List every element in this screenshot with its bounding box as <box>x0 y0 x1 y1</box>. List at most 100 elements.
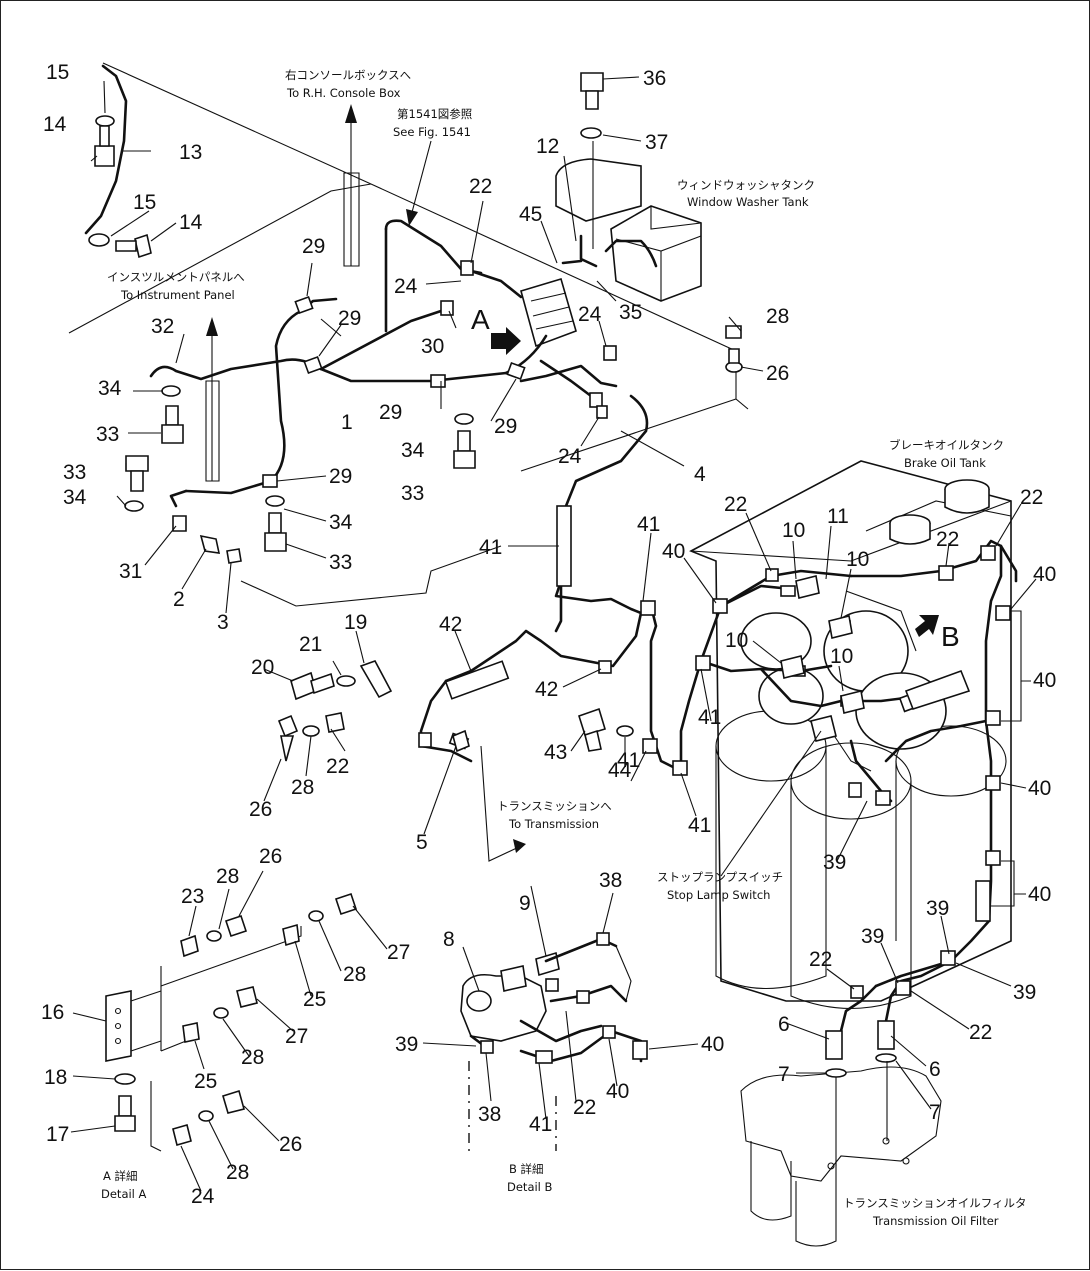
part-label: 39 <box>926 897 949 920</box>
part-label: 34 <box>98 377 122 400</box>
part-label: 3 <box>217 611 229 634</box>
part-label: 26 <box>279 1133 302 1156</box>
part-number-labels: 1 2 3 4 5 6 6 7 7 8 9 10 10 10 10 11 12 … <box>41 61 1056 1208</box>
part-label: 28 <box>226 1161 249 1184</box>
part-label: 41 <box>479 536 502 559</box>
part-label: 22 <box>936 528 959 551</box>
part-label: 13 <box>179 141 202 164</box>
part-label: 41 <box>637 513 660 536</box>
part-label: 22 <box>326 755 349 778</box>
caption-washer-jp: ウィンドウォッシャタンク <box>677 178 815 192</box>
view-b-arrow <box>915 615 939 637</box>
part-label: 22 <box>724 493 747 516</box>
part-label: 22 <box>1020 486 1043 509</box>
brake-oil-tank <box>689 460 1012 1010</box>
part-label: 42 <box>535 678 558 701</box>
part-label: 33 <box>96 423 119 446</box>
part-label: 31 <box>119 560 142 583</box>
part-label: 40 <box>701 1033 724 1056</box>
part-label: 42 <box>439 613 462 636</box>
part-label: 34 <box>329 511 353 534</box>
part-label: 25 <box>303 988 326 1011</box>
detail-a-drawing <box>105 892 358 1152</box>
part-label: 18 <box>44 1066 67 1089</box>
part-label: 7 <box>778 1063 790 1086</box>
part-label: 7 <box>929 1101 941 1124</box>
part-label: 25 <box>194 1070 217 1093</box>
part-label: 29 <box>329 465 352 488</box>
part-label: 26 <box>766 362 789 385</box>
part-label: 29 <box>302 235 325 258</box>
part-label: 17 <box>46 1123 69 1146</box>
caption-transmission-en: To Transmission <box>508 817 599 831</box>
part-label: 34 <box>63 486 87 509</box>
caption-washer-en: Window Washer Tank <box>687 195 809 209</box>
part-label: 28 <box>241 1046 264 1069</box>
caption-stop-lamp-en: Stop Lamp Switch <box>667 888 770 902</box>
caption-detail-b-jp: B 詳細 <box>509 1162 544 1176</box>
part-label: 10 <box>725 629 748 652</box>
captions: 右コンソールボックスへ To R.H. Console Box 第1541図参照… <box>101 68 1027 1228</box>
part-label: 24 <box>191 1185 215 1208</box>
part-label: 39 <box>395 1033 418 1056</box>
caption-console-jp: 右コンソールボックスへ <box>285 68 411 82</box>
part-label: 35 <box>619 301 642 324</box>
part-label: 8 <box>443 928 455 951</box>
view-letters: A B <box>471 304 960 652</box>
part-label: 38 <box>478 1103 501 1126</box>
caption-detail-b-en: Detail B <box>507 1180 553 1194</box>
part-label: 26 <box>259 845 282 868</box>
window-washer-tank <box>555 158 702 302</box>
part-label: 21 <box>299 633 322 656</box>
fasteners <box>88 72 743 762</box>
part-label: 40 <box>1033 563 1056 586</box>
part-label: 6 <box>929 1058 941 1081</box>
part-label: 15 <box>46 61 69 84</box>
valve-block <box>520 278 577 348</box>
part-label: 4 <box>694 463 706 486</box>
part-label: 40 <box>1028 883 1051 906</box>
part-label: 36 <box>643 67 666 90</box>
part-label: 41 <box>529 1113 552 1136</box>
part-label: 33 <box>63 461 86 484</box>
part-label: 19 <box>344 611 367 634</box>
part-label: 10 <box>846 548 869 571</box>
part-label: 40 <box>606 1080 629 1103</box>
caption-see-fig-en: See Fig. 1541 <box>393 125 471 139</box>
part-label: 11 <box>827 505 849 528</box>
part-label: 28 <box>343 963 366 986</box>
part-label: 28 <box>291 776 314 799</box>
part-label: 10 <box>782 519 805 542</box>
ground-straps <box>84 64 188 508</box>
caption-detail-a-jp: A 詳細 <box>103 1169 138 1183</box>
direction-arrows <box>205 104 939 862</box>
part-label: 37 <box>645 131 668 154</box>
part-label: 34 <box>401 439 425 462</box>
part-label: 41 <box>617 749 640 772</box>
part-label: 24 <box>394 275 418 298</box>
part-label: 41 <box>698 706 721 729</box>
part-label: 6 <box>778 1013 790 1036</box>
part-label: 27 <box>285 1025 308 1048</box>
part-label: 28 <box>216 865 239 888</box>
part-label: 43 <box>544 741 567 764</box>
caption-see-fig-jp: 第1541図参照 <box>397 107 472 121</box>
part-label: 29 <box>494 415 517 438</box>
part-label: 22 <box>469 175 492 198</box>
part-label: 40 <box>1028 777 1051 800</box>
part-label: 9 <box>519 892 531 915</box>
part-label: 5 <box>416 831 428 854</box>
caption-transmission-jp: トランスミッションへ <box>497 799 612 813</box>
part-label: 45 <box>519 203 542 226</box>
part-label: 33 <box>329 551 352 574</box>
part-label: 14 <box>179 211 203 234</box>
part-label: 44 <box>608 759 632 782</box>
part-label: 1 <box>341 411 353 434</box>
part-label: 20 <box>251 656 274 679</box>
part-label: 27 <box>387 941 410 964</box>
part-label: 29 <box>338 307 361 330</box>
part-label: 16 <box>41 1001 64 1024</box>
transmission-oil-filter <box>740 1066 942 1247</box>
part-label: 2 <box>173 588 185 611</box>
